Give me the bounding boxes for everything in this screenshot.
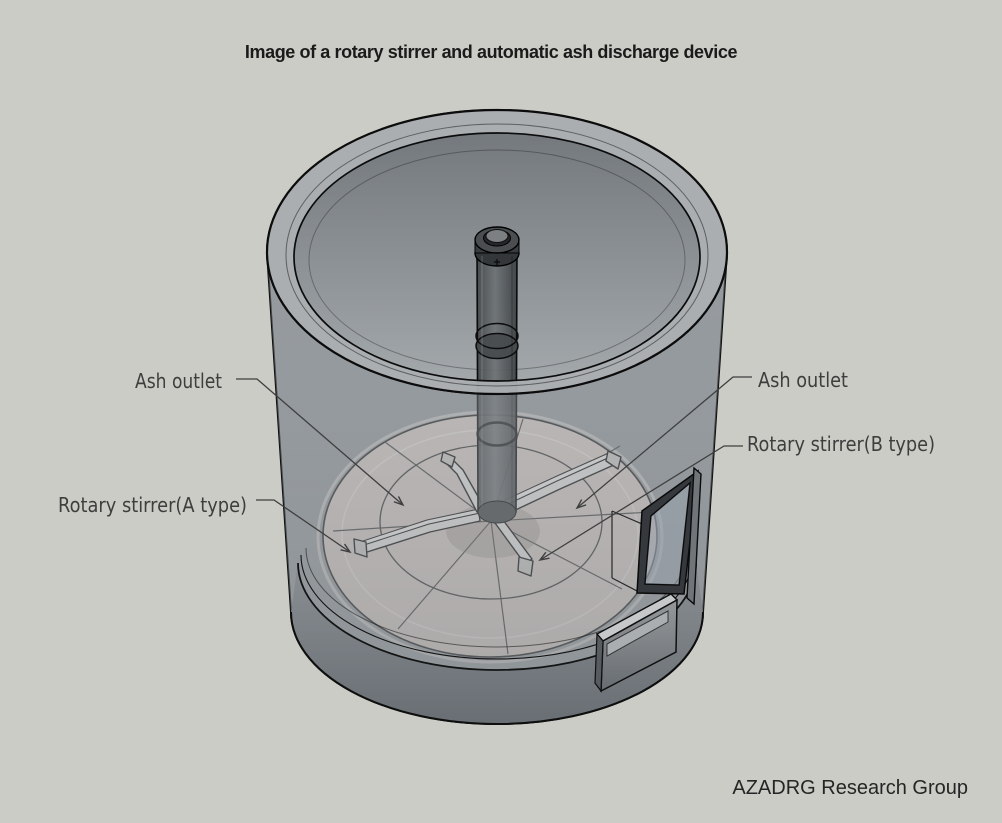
leader-ash-outlet-right [575, 376, 752, 510]
discharge-door-glass [644, 481, 691, 586]
base-bottom-arc [290, 611, 704, 725]
shaft-cap-knob [485, 229, 509, 243]
leader-lines [236, 376, 752, 562]
discharge-chute-box [594, 593, 679, 693]
leader-rotary-stirrer-a [256, 499, 352, 554]
page-title: Image of a rotary stirrer and automatic … [244, 42, 738, 62]
label-rotary-stirrer-a: Rotary stirrer(A type) [58, 493, 247, 517]
wall-opening-wireframe [611, 510, 650, 594]
rim-detail-line [285, 123, 709, 387]
shaft-collar-top [475, 322, 519, 350]
rim-outer-edge [265, 108, 729, 396]
label-ash-outlet-right: Ash outlet [758, 368, 848, 392]
chute-inner-cavity [606, 610, 669, 657]
shaft-plus-mark [494, 259, 500, 265]
front-wall-glass [267, 252, 727, 724]
vessel-rim [265, 108, 729, 396]
leader-ash-outlet-left [236, 378, 405, 507]
ash-discharge-assembly [594, 466, 702, 693]
callout-labels: Ash outlet Ash outlet Rotary stirrer(B t… [58, 368, 935, 517]
attribution-text: AZADRG Research Group [732, 777, 968, 799]
label-rotary-stirrer-b: Rotary stirrer(B type) [747, 432, 935, 456]
chute-left-face [594, 632, 604, 693]
shaft-collar-bottom [475, 332, 519, 360]
rim-inner-edge [293, 132, 701, 382]
leader-rotary-stirrer-b [538, 445, 743, 562]
label-ash-outlet-left: Ash outlet [135, 369, 222, 393]
vessel-3d-illustration [265, 108, 729, 725]
door-panel-edge [686, 466, 702, 606]
